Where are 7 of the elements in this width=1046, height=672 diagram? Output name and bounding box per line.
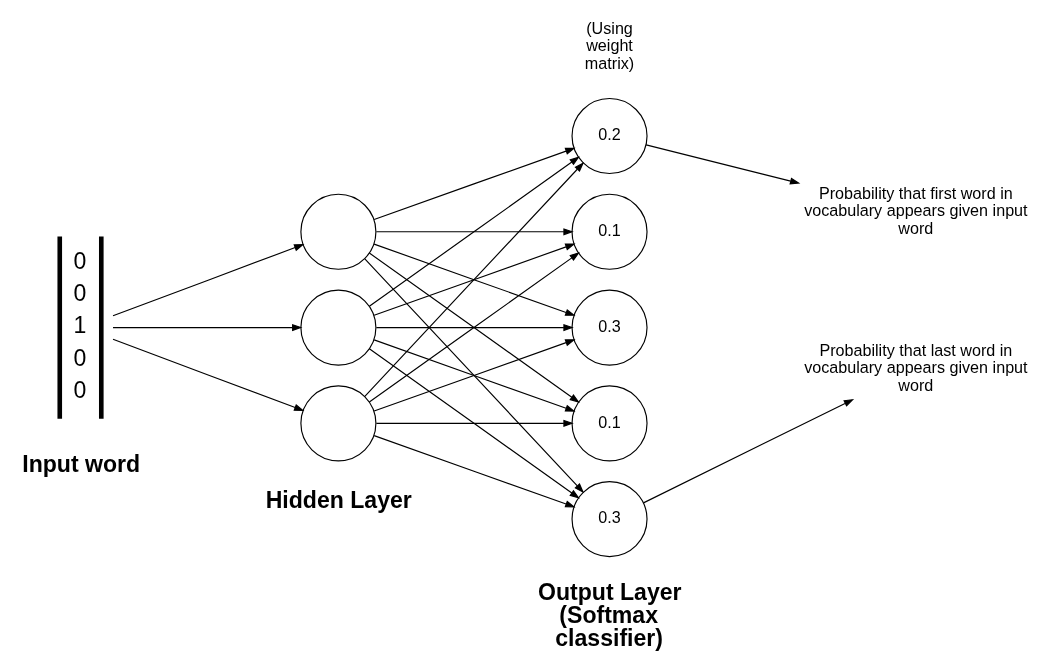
label: Hidden Layer <box>265 486 412 513</box>
node-text: 0 0 1 0 0 <box>73 247 87 403</box>
node-text: Probability that first word in vocabulary appears given input word <box>804 183 1028 237</box>
node-text: Probability that last word in vocabulary appears given input word <box>804 340 1028 394</box>
label: Output Layer (Softmax classifier) <box>538 578 682 651</box>
label: Input word <box>22 450 141 477</box>
label: (Using weight matrix) <box>584 18 635 72</box>
